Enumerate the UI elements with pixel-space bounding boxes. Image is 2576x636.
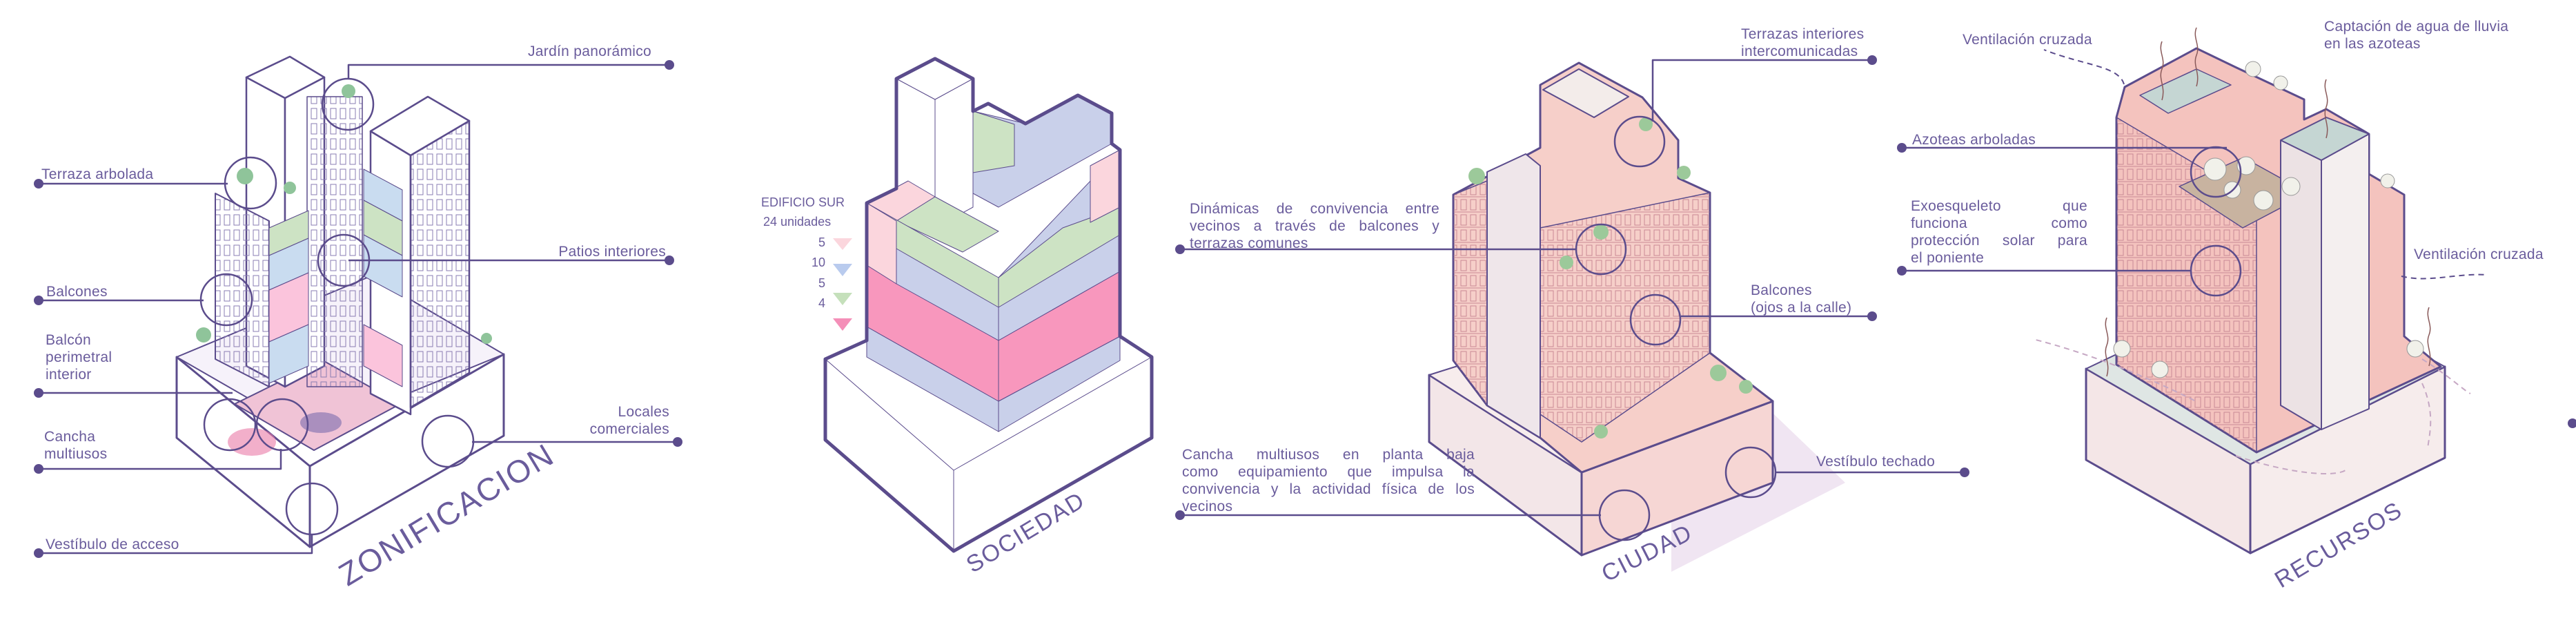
zonificacion-trees <box>196 84 492 344</box>
label-line: multiusos <box>44 446 108 462</box>
legend-triangle-green <box>833 293 852 305</box>
label-jardin-panoramico: Jardín panorámico <box>528 44 652 59</box>
label-line: perimetral <box>46 349 112 365</box>
label-line: Dinámicas de convivencia entre <box>1190 201 1439 217</box>
leader-dots <box>34 60 682 558</box>
leader-dots <box>1897 143 1907 276</box>
ciudad-building <box>1428 61 1845 572</box>
legend-triangle-pink <box>833 318 852 331</box>
label-terrazas-interiores: Terrazas interiores intercomunicadas <box>1741 26 1864 60</box>
legend-count: 10 <box>811 256 825 269</box>
label-line: convivencia y la actividad física de los <box>1182 481 1475 497</box>
rainwater-arrows <box>2105 27 2431 377</box>
label-line: funciona como <box>1911 215 2087 231</box>
label-balcones: Balcones <box>46 284 108 300</box>
ciudad-trees <box>1468 117 1753 439</box>
label-line: terrazas comunes <box>1190 235 1308 251</box>
label-line: el poniente <box>1911 250 1985 266</box>
label-line: Captación de agua de lluvia <box>2324 19 2509 35</box>
label-captacion-agua: Captación de agua de lluvia en las azote… <box>2324 18 2508 52</box>
legend-triangle-light-pink <box>833 238 852 250</box>
label-line: como equipamiento que impulsa la <box>1182 464 1475 480</box>
label-line: comerciales <box>589 421 669 437</box>
label-line: Cancha multiusos en planta baja <box>1182 447 1475 463</box>
ciudad-leader-lines <box>1180 59 1965 517</box>
zonificacion-building <box>175 55 505 548</box>
label-line: en las azoteas <box>2324 36 2421 52</box>
recursos-trees <box>2113 61 2424 378</box>
label-line: Balcones <box>1751 282 1812 298</box>
legend-heading: EDIFICIO SUR <box>761 195 845 209</box>
label-dinamicas-convivencia: Dinámicas de convivencia entre vecinos a… <box>1190 200 1439 252</box>
label-vestibulo-acceso: Vestíbulo de acceso <box>46 537 179 552</box>
recursos-leader-lines <box>1902 146 2227 272</box>
label-ventilacion-cruzada-top: Ventilación cruzada <box>1963 32 2092 48</box>
label-cancha-multiusos: Cancha multiusos <box>44 428 107 463</box>
label-azoteas-arboladas: Azoteas arboladas <box>1912 132 2036 148</box>
legend-swatches <box>833 238 852 331</box>
label-line: (ojos a la calle) <box>1751 300 1852 316</box>
legend-triangle-blue <box>833 264 852 276</box>
label-cancha-planta-baja: Cancha multiusos en planta baja como equ… <box>1182 446 1475 515</box>
label-line: vecinos <box>1182 499 1233 514</box>
legend-subheading: 24 unidades <box>763 215 832 229</box>
label-ventilacion-cruzada-right: Ventilación cruzada <box>2414 247 2544 262</box>
label-line: intercomunicadas <box>1741 44 1858 59</box>
label-locales-comerciales: Locales comerciales <box>531 403 669 438</box>
label-line: vecinos a través de balcones y <box>1190 218 1439 234</box>
recursos-building <box>2085 47 2446 555</box>
label-line: Exoesqueleto que <box>1911 198 2087 214</box>
ventilation-arrows <box>2035 49 2488 474</box>
legend-count: 4 <box>818 296 825 310</box>
zonificacion-leader-lines <box>39 64 678 555</box>
leader-dots <box>1175 55 2576 520</box>
label-line: interior <box>46 367 92 383</box>
label-balcones-ojos: Balcones (ojos a la calle) <box>1751 282 1851 316</box>
label-line: Balcón <box>46 332 92 348</box>
label-line: Cancha <box>44 429 96 445</box>
label-balcon-perimetral: Balcón perimetral interior <box>46 331 112 383</box>
label-line: Terrazas interiores <box>1741 26 1865 42</box>
label-terraza-arbolada: Terraza arbolada <box>41 166 154 182</box>
zonificacion-highlight-circles <box>199 77 475 536</box>
label-vestibulo-techado: Vestíbulo techado <box>1816 454 1936 470</box>
label-exoesqueleto: Exoesqueleto que funciona como protecció… <box>1911 197 2087 267</box>
legend-count: 5 <box>818 276 825 290</box>
label-line: Locales <box>618 404 669 420</box>
sociedad-building <box>823 57 1154 553</box>
legend-count: 5 <box>818 235 825 249</box>
label-patios-interiores: Patios interiores <box>558 244 666 260</box>
label-line: protección solar para <box>1911 233 2087 249</box>
